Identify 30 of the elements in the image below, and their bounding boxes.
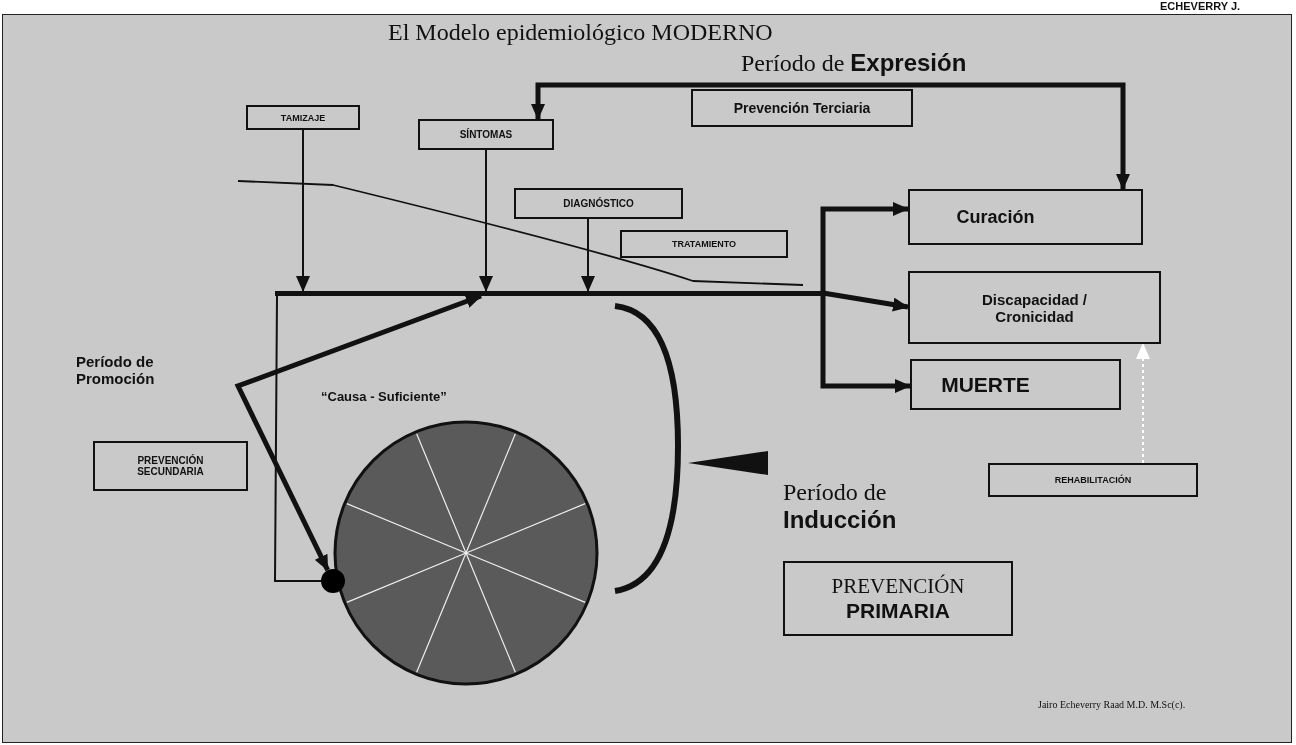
cause-label: “Causa - Suficiente” [321,389,447,404]
line [274,295,322,582]
stage-box: SÍNTOMAS [418,119,554,150]
stage-box: TRATAMIENTO [620,230,788,258]
arrow [234,293,482,572]
prevention-box: PREVENCIÓN SECUNDARIA [93,441,248,491]
stage-box: Discapacidad / Cronicidad [908,271,1161,344]
arrow [581,218,595,292]
arrow [531,82,1130,190]
title: El Modelo epidemiológico MODERNO [388,19,773,46]
stage-box: Curación [908,189,1143,245]
timeline-bar [275,291,823,296]
period-label: Período de Promoción [76,353,156,387]
author-credit: Jairo Echeverry Raad M.D. M.Sc(c). [1038,699,1186,710]
stage-box: DIAGNÓSTICO [514,188,683,219]
dot [321,569,345,593]
header-text: ECHEVERRY J. [1160,0,1241,12]
arrow [1136,343,1150,464]
stage-box: MUERTE [910,359,1121,410]
stage-box: REHABILITACIÓN [988,463,1198,497]
causal-pie-circle [333,420,599,686]
prevention-box: PREVENCIÓN PRIMARIA [783,561,1013,636]
period-label: Período de Expresión [741,49,967,77]
prevention-box: Prevención Terciaria [691,89,913,127]
arrow [479,149,493,292]
period-label: Período de Inducción [783,479,898,534]
arrow [820,293,911,393]
arrow [820,202,909,293]
arrow [296,129,310,292]
stage-box: TAMIZAJE [246,105,360,130]
